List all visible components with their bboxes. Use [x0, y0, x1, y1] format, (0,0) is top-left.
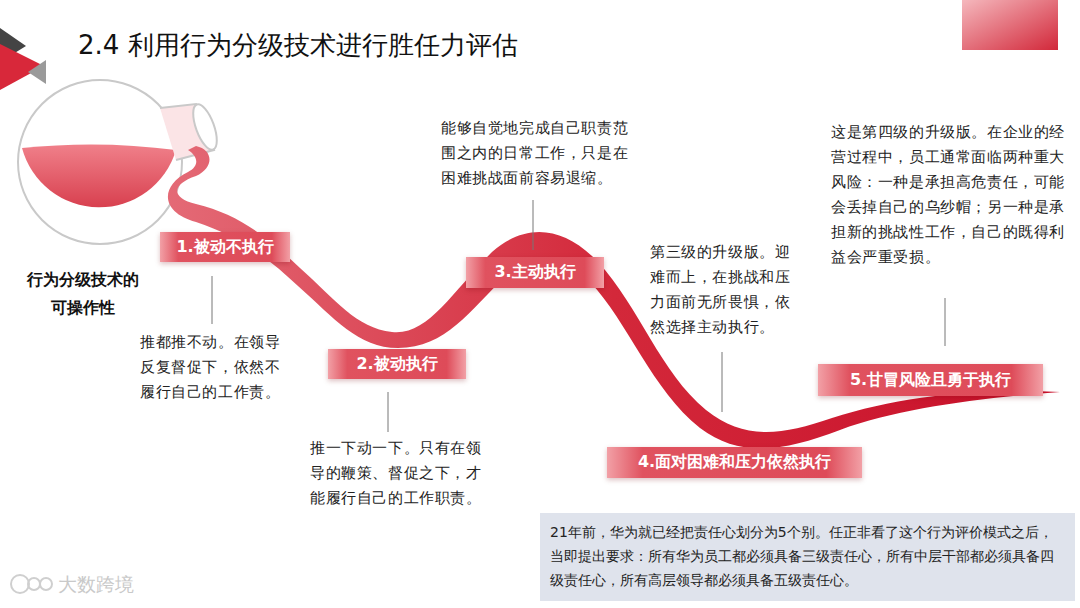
- flask: [15, 80, 222, 254]
- level-description: 推一下动一下。只有在领导的鞭策、督促之下，才能履行自己的工作职责。: [310, 436, 496, 511]
- ribbon: [168, 146, 1060, 449]
- watermark-logo: [11, 575, 52, 593]
- level-name: 4.面对困难和压力依然执行: [638, 452, 831, 473]
- level-description: 这是第四级的升级版。在企业的经营过程中，员工通常面临两种重大风险：一种是承担高危…: [831, 120, 1067, 270]
- level-name: 5.甘冒风险且勇于执行: [850, 370, 1011, 391]
- side-label: 行为分级技术的可操作性: [25, 266, 141, 322]
- note-text: 21年前，华为就已经把责任心划分为5个别。任正非看了这个行为评价模式之后，当即提…: [550, 520, 1065, 592]
- level-description: 能够自觉地完成自己职责范围之内的日常工作，只是在困难挑战面前容易退缩。: [441, 116, 643, 191]
- note-box: 21年前，华为就已经把责任心划分为5个别。任正非看了这个行为评价模式之后，当即提…: [540, 513, 1075, 601]
- watermark: 大数跨境: [58, 572, 134, 598]
- corner-block: [962, 0, 1058, 50]
- level-box: 3.主动执行: [466, 257, 604, 288]
- level-box: 2.被动执行: [328, 349, 466, 379]
- level-box: 4.面对困难和压力依然执行: [607, 447, 862, 478]
- level-description: 推都推不动。在领导反复督促下，依然不履行自己的工作责。: [140, 330, 292, 405]
- level-name: 2.被动执行: [356, 354, 437, 375]
- slide-title: 2.4 利用行为分级技术进行胜任力评估: [78, 28, 518, 63]
- level-description: 第三级的升级版。迎难而上，在挑战和压力面前无所畏惧，依然选择主动执行。: [650, 240, 800, 340]
- level-name: 3.主动执行: [494, 262, 575, 283]
- level-box: 1.被动不执行: [160, 232, 290, 262]
- corner-triangle: [28, 60, 46, 84]
- level-box: 5.甘冒风险且勇于执行: [818, 364, 1043, 396]
- level-name: 1.被动不执行: [176, 237, 273, 258]
